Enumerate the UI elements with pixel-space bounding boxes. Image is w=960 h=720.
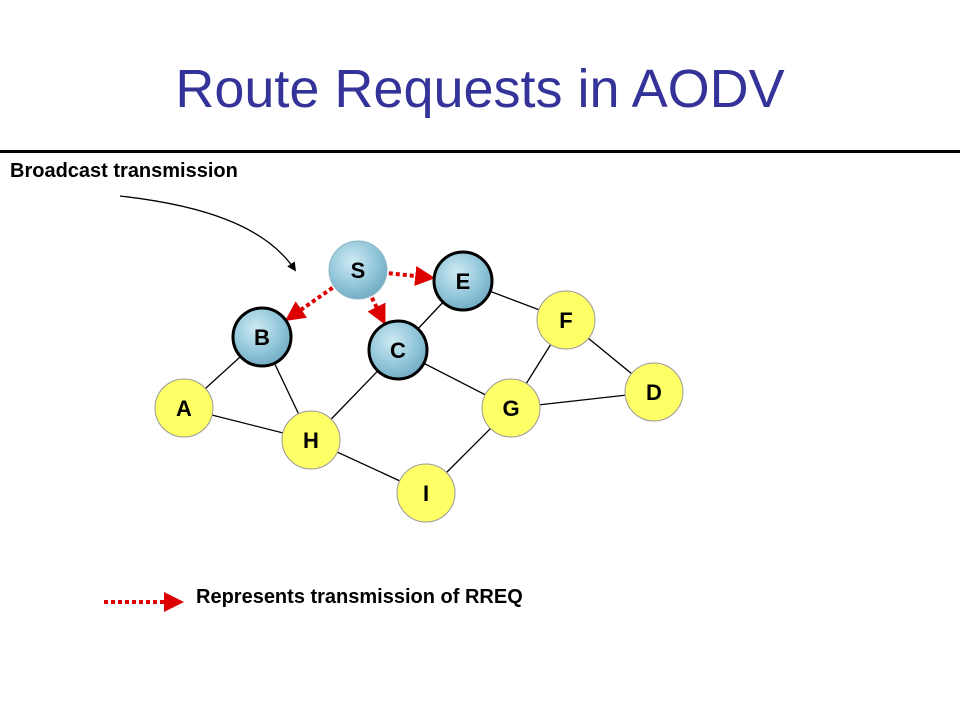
rreq-arrow-S-C — [367, 296, 386, 325]
rreq-arrow-S-B — [284, 286, 334, 321]
node-label: C — [390, 338, 406, 363]
node-label: I — [423, 481, 429, 506]
callout-pointer-arrow — [119, 195, 297, 272]
slide-title: Route Requests in AODV — [175, 59, 785, 119]
node-label: B — [254, 325, 270, 350]
title-divider — [0, 150, 960, 153]
node-h: H — [281, 410, 341, 470]
broadcast-callout-label: Broadcast transmission — [10, 160, 238, 182]
node-circle — [536, 290, 596, 350]
node-circle — [396, 463, 456, 523]
rreq-arrow-S-E — [388, 266, 436, 286]
node-circle — [624, 362, 684, 422]
node-label: E — [456, 269, 471, 294]
node-label: S — [351, 258, 366, 283]
node-b: B — [231, 306, 293, 368]
node-circle — [154, 378, 214, 438]
node-d: D — [624, 362, 684, 422]
node-circle — [481, 378, 541, 438]
legend-label: Represents transmission of RREQ — [196, 586, 523, 608]
node-label: A — [176, 396, 192, 421]
node-i: I — [396, 463, 456, 523]
node-f: F — [536, 290, 596, 350]
nodes-layer: S E B C F A G D H I — [154, 240, 684, 523]
node-e: E — [432, 250, 494, 312]
node-label: H — [303, 428, 319, 453]
node-circle — [231, 306, 293, 368]
node-circle — [281, 410, 341, 470]
node-a: A — [154, 378, 214, 438]
node-c: C — [367, 319, 429, 381]
node-circle — [432, 250, 494, 312]
rreq-layer — [284, 266, 436, 325]
node-g: G — [481, 378, 541, 438]
node-s: S — [328, 240, 388, 300]
node-label: D — [646, 380, 662, 405]
node-label: F — [559, 308, 572, 333]
node-circle — [328, 240, 388, 300]
node-circle — [367, 319, 429, 381]
node-label: G — [502, 396, 519, 421]
